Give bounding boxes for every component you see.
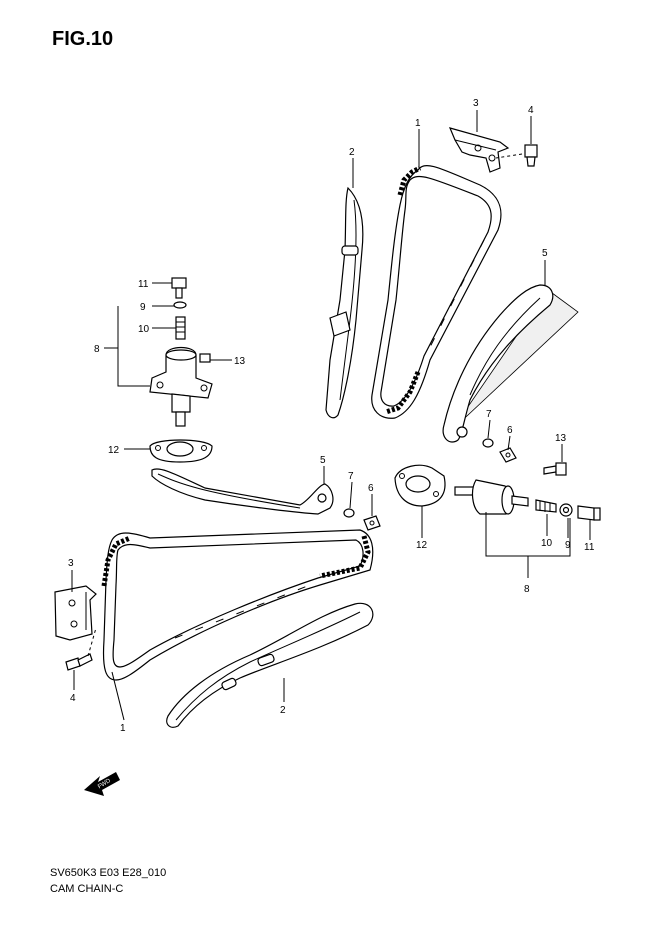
callout-9-right: 9 — [565, 540, 571, 551]
bolt-lower[interactable] — [65, 627, 97, 671]
callout-13-left: 13 — [234, 356, 246, 367]
chain-guide-bracket-lower[interactable] — [54, 585, 97, 641]
chain-guide-upper[interactable] — [325, 186, 364, 419]
callout-10-left: 10 — [138, 324, 150, 335]
callout-10-right: 10 — [541, 538, 553, 549]
gasket-left[interactable] — [149, 439, 213, 463]
callout-5-mid: 5 — [320, 455, 326, 466]
callout-8-right: 8 — [524, 584, 530, 595]
callout-4-top: 4 — [528, 105, 534, 116]
footer-figure-name: CAM CHAIN-C — [50, 883, 124, 895]
tensioner-adjuster-right[interactable] — [454, 462, 601, 521]
callout-11-left: 11 — [138, 279, 149, 290]
callout-2-bottom: 2 — [280, 705, 286, 716]
chain-tensioner-middle[interactable] — [151, 468, 334, 515]
cam-chain-upper[interactable] — [371, 165, 502, 419]
bolt-upper[interactable] — [495, 144, 538, 167]
callout-6-mid: 6 — [368, 483, 374, 494]
callout-6-right: 6 — [507, 425, 513, 436]
callout-7-right: 7 — [486, 409, 492, 420]
callout-7-mid: 7 — [348, 471, 354, 482]
callout-8-left: 8 — [94, 344, 100, 355]
figure-title: FIG.10 — [52, 28, 114, 50]
cam-chain-lower[interactable] — [101, 529, 374, 681]
tensioner-adjuster-left[interactable] — [149, 277, 213, 427]
chain-guide-lower[interactable] — [166, 602, 374, 728]
callout-3-top: 3 — [473, 98, 479, 109]
callout-3-bottom: 3 — [68, 558, 74, 569]
leader-lines — [71, 110, 591, 721]
callout-12-left: 12 — [108, 445, 120, 456]
washer-right[interactable] — [482, 438, 494, 448]
callout-1-bottom: 1 — [120, 723, 126, 734]
callout-4-bottom: 4 — [70, 693, 76, 704]
callout-1-top: 1 — [415, 118, 421, 129]
callout-5-right: 5 — [542, 248, 548, 259]
callout-2-top: 2 — [349, 147, 355, 158]
forward-arrow-icon: FWD — [84, 772, 120, 796]
callout-numbers: 1 2 3 4 5 11 9 8 10 13 12 5 7 6 7 6 13 1… — [68, 98, 595, 734]
callout-9-left: 9 — [140, 302, 146, 313]
bolt-middle[interactable] — [363, 515, 381, 531]
gasket-right[interactable] — [394, 464, 446, 507]
callout-11-right: 11 — [584, 542, 595, 553]
chain-tensioner-right[interactable] — [442, 284, 579, 443]
callout-12-right: 12 — [416, 540, 428, 551]
footer-model-code: SV650K3 E03 E28_010 — [50, 867, 167, 879]
callout-13-right: 13 — [555, 433, 567, 444]
chain-guide-bracket-upper[interactable] — [448, 127, 510, 173]
bolt-right[interactable] — [499, 447, 517, 463]
washer-middle[interactable] — [343, 508, 355, 518]
